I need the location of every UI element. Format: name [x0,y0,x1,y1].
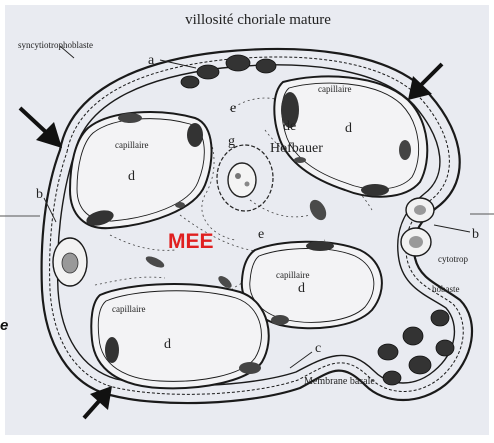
capillary-letter-top-left: d [128,169,135,184]
label-g: g [228,134,235,149]
capillary-letter-centre-right: d [298,281,305,296]
label-hofbauer: Hofbauer [270,141,323,156]
capillary-caption-top-right: capillaire [318,84,351,94]
label-e-top: e [230,101,236,116]
label-b-right: b [472,227,479,242]
central-vessel-inner [228,163,256,197]
label-c: c [315,341,321,356]
label-e-mid: e [258,227,264,242]
label-membrane-basale: Membrane basale [304,376,375,387]
label-de: de [283,119,296,134]
capillary-letter-bottom-left: d [164,337,171,352]
side-mark-letter: e [0,317,8,334]
figure-title: villosité choriale mature [185,12,331,28]
capillary-caption-centre-right: capillaire [276,270,309,280]
label-syncytiotrophoblaste: syncytiotrophoblaste [18,40,93,50]
capillary-wall [91,284,268,388]
capillary-caption-top-left: capillaire [115,140,148,150]
label-b-left: b [36,187,43,202]
cytotrophoblast-left [53,238,87,286]
capillary-caption-bottom-left: capillaire [112,304,145,314]
label-cytotrop: cytotrop [438,254,468,264]
label-mee: MEE [168,230,214,253]
label-hobaste: hobaste [432,284,460,294]
label-a: a [148,53,155,68]
capillary-bottom-left [91,284,268,388]
capillary-letter-top-right: d [345,121,352,136]
